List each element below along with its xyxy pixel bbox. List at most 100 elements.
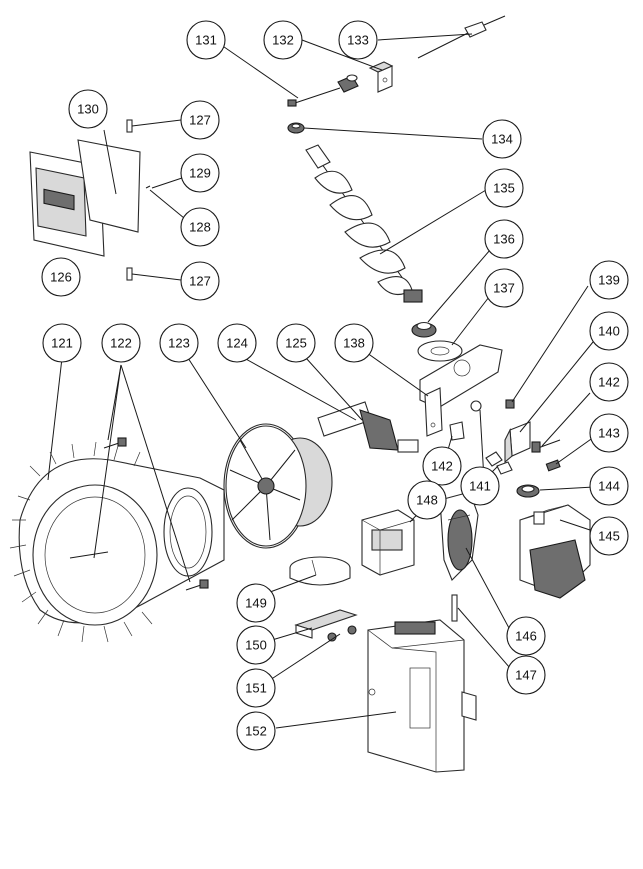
callout-127-bottom-label: 127: [189, 274, 211, 289]
part-136-nut: [411, 321, 437, 338]
part-134-nut: [287, 122, 305, 134]
part-146-pressure-switch: [439, 491, 479, 581]
callout-122-label: 122: [110, 336, 132, 351]
callout-148: 148: [407, 480, 447, 520]
part-149-disc: [289, 556, 351, 586]
part-140-bracket: [504, 421, 531, 464]
part-137-gasket: [417, 340, 463, 362]
part-127-pin-bottom: [126, 267, 133, 281]
callout-126-label: 126: [50, 270, 72, 285]
callout-133: 133: [338, 20, 378, 60]
part-145-motor: [519, 504, 591, 599]
callout-139-label: 139: [598, 273, 620, 288]
callout-131-label: 131: [195, 33, 217, 48]
part-122-bolts: [103, 437, 209, 591]
callout-137-label: 137: [493, 281, 515, 296]
callout-135-label: 135: [493, 181, 515, 196]
callout-141-label: 141: [469, 479, 491, 494]
part-148-module: [361, 509, 415, 576]
part-142-clip: [449, 400, 482, 441]
callout-134: 134: [482, 119, 522, 159]
callout-147: 147: [506, 655, 546, 695]
callout-136: 136: [484, 219, 524, 259]
part-123-fan: [223, 423, 333, 549]
callout-141: 141: [460, 466, 500, 506]
callout-146: 146: [506, 616, 546, 656]
callout-151: 151: [236, 668, 276, 708]
callout-126: 126: [41, 257, 81, 297]
callout-125: 125: [276, 323, 316, 363]
callout-135: 135: [484, 168, 524, 208]
callout-134-label: 134: [491, 132, 513, 147]
callout-148-label: 148: [416, 493, 438, 508]
callout-150-label: 150: [245, 638, 267, 653]
part-131-sensor: [287, 74, 359, 107]
callout-138-label: 138: [343, 336, 365, 351]
part-142-sensor: [531, 439, 561, 453]
part-130-cover: [77, 139, 141, 233]
callout-136-label: 136: [493, 232, 515, 247]
callout-127-bottom: 127: [180, 261, 220, 301]
part-128-screw: [145, 185, 151, 189]
callout-124-label: 124: [226, 336, 248, 351]
part-151-screws: [327, 625, 357, 642]
part-132-bracket: [368, 61, 394, 93]
part-121-housing: [9, 441, 225, 643]
part-152-control-box: [367, 619, 477, 773]
part-141-connector: [485, 451, 513, 475]
callout-142-left-label: 142: [431, 459, 453, 474]
callout-129: 129: [180, 153, 220, 193]
callout-145-label: 145: [598, 529, 620, 544]
callout-123-label: 123: [168, 336, 190, 351]
callout-142-right-label: 142: [598, 375, 620, 390]
callout-122: 122: [101, 323, 141, 363]
callout-142-left: 142: [422, 446, 462, 486]
part-147-pin: [451, 594, 458, 622]
leader-lines: [47, 33, 595, 729]
callout-152: 152: [236, 711, 276, 751]
callout-146-label: 146: [515, 629, 537, 644]
callout-127-top-label: 127: [189, 113, 211, 128]
part-127-pin-top: [126, 119, 133, 133]
callout-132: 132: [263, 20, 303, 60]
callout-123: 123: [159, 323, 199, 363]
callout-130: 130: [68, 89, 108, 129]
part-133-probe: [417, 15, 506, 59]
callout-147-label: 147: [515, 668, 537, 683]
part-144-ring: [516, 484, 540, 498]
callout-128-label: 128: [189, 220, 211, 235]
callout-143: 143: [589, 413, 629, 453]
callout-142-right: 142: [589, 362, 629, 402]
callout-121: 121: [42, 323, 82, 363]
callout-140-label: 140: [598, 324, 620, 339]
callout-129-label: 129: [189, 166, 211, 181]
callout-150: 150: [236, 625, 276, 665]
callout-140: 140: [589, 311, 629, 351]
callout-131: 131: [186, 20, 226, 60]
callout-145: 145: [589, 516, 629, 556]
callout-133-label: 133: [347, 33, 369, 48]
callout-132-label: 132: [272, 33, 294, 48]
part-135-auger: [305, 144, 423, 303]
part-139-screw: [505, 399, 515, 409]
callout-144: 144: [589, 466, 629, 506]
part-125-shaft: [317, 401, 419, 453]
callout-144-label: 144: [598, 479, 620, 494]
callout-137: 137: [484, 268, 524, 308]
callout-124: 124: [217, 323, 257, 363]
part-150-bracket: [294, 609, 358, 639]
callout-128: 128: [180, 207, 220, 247]
callout-149-label: 149: [245, 596, 267, 611]
part-143-fitting: [545, 459, 561, 472]
callout-127-top: 127: [180, 100, 220, 140]
callout-139: 139: [589, 260, 629, 300]
callout-125-label: 125: [285, 336, 307, 351]
callout-149: 149: [236, 583, 276, 623]
part-138-plate: [419, 344, 503, 437]
callout-130-label: 130: [77, 102, 99, 117]
callout-152-label: 152: [245, 724, 267, 739]
callout-143-label: 143: [598, 426, 620, 441]
callout-138: 138: [334, 323, 374, 363]
callout-151-label: 151: [245, 681, 267, 696]
